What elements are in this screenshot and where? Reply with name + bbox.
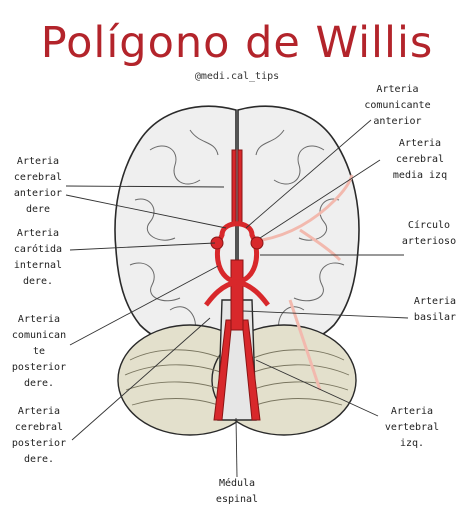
- circle-of-willis: [204, 221, 270, 307]
- leader-lines: [65, 119, 409, 478]
- vertebral-arteries: [213, 319, 233, 421]
- label-spinal-cord: Médula espinal: [215, 478, 259, 505]
- anterior-cerebral-arteries: [231, 149, 237, 226]
- label-circle: Círculo arterioso: [401, 220, 457, 247]
- label-posterior-communicating-right: Arteria comunican te posterior dere.: [11, 314, 67, 389]
- label-vertebral-left: Arteria vertebral izq.: [384, 406, 440, 449]
- label-middle-cerebral-left: Arteria cerebral media izq: [392, 138, 448, 181]
- carotid-stumps: [210, 236, 264, 250]
- label-carotid-right: Arteria carótida internal dere.: [13, 228, 63, 287]
- label-posterior-cerebral-right: Arteria cerebral posterior dere.: [11, 406, 67, 465]
- basilar-artery: [230, 259, 244, 331]
- label-basilar: Arteria basilar: [413, 296, 457, 323]
- middle-cerebral-branches: [261, 174, 354, 391]
- arteries: [213, 149, 261, 421]
- left-hemisphere: [114, 105, 237, 352]
- label-anterior-communicating: Arteria comunicante anterior: [364, 84, 431, 127]
- label-anterior-cerebral-right: Arteria cerebral anterior dere: [13, 156, 63, 215]
- author-handle: @medi.cal_tips: [194, 71, 280, 82]
- page-title: Polígono de Willis: [40, 18, 434, 68]
